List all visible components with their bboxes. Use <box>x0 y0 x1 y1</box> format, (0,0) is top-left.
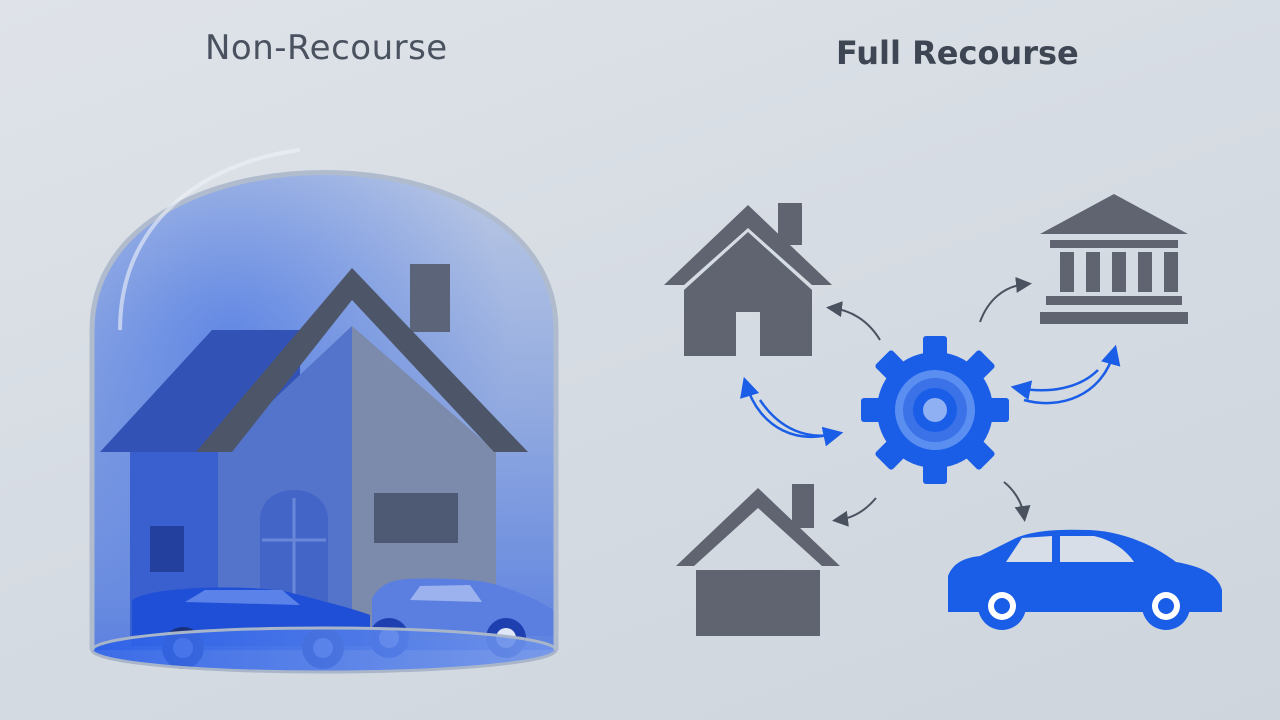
arrow-to-house-top <box>826 301 881 341</box>
full-recourse-title: Full Recourse <box>836 34 1079 72</box>
arrow-house-gear <box>758 399 844 447</box>
glass-dome <box>89 148 559 674</box>
bank-icon <box>1040 194 1188 324</box>
arrow-to-bank <box>979 276 1032 323</box>
non-recourse-title: Non-Recourse <box>205 28 448 68</box>
arrow-bank-gear <box>1010 369 1099 401</box>
arrow-to-house-bottom <box>832 497 877 527</box>
arrow-gear-bank <box>1023 344 1121 405</box>
gear-icon <box>861 336 1009 484</box>
arrow-to-car <box>1003 481 1031 522</box>
house-icon <box>676 484 840 636</box>
house-icon <box>664 203 832 356</box>
car-icon <box>948 529 1222 630</box>
